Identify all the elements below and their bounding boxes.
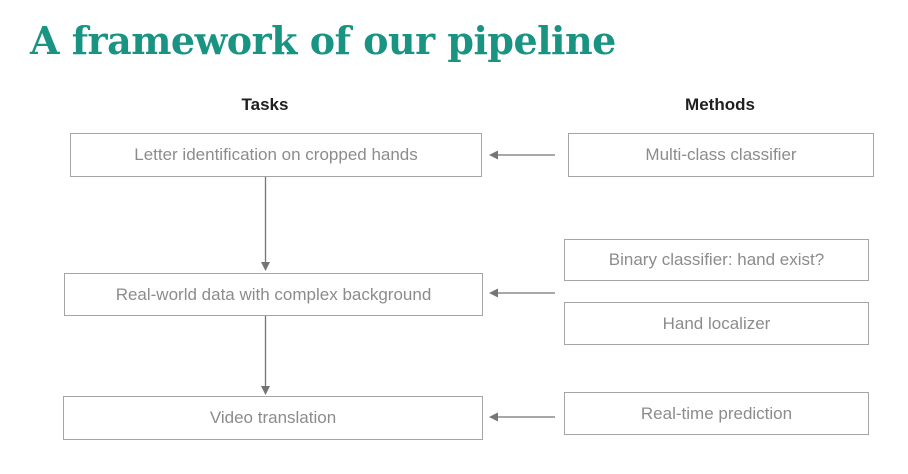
arrow-realtime-to-video-translation — [489, 412, 555, 422]
method-box-multi-class-classifier: Multi-class classifier — [568, 133, 874, 177]
arrow-binary-localizer-to-real-world — [489, 288, 555, 298]
methods-column-header: Methods — [685, 95, 755, 114]
method-box-hand-localizer: Hand localizer — [564, 302, 869, 345]
method-box-real-time-prediction: Real-time prediction — [564, 392, 869, 435]
task-box-video-translation: Video translation — [63, 396, 483, 440]
arrow-real-world-to-video-translation — [261, 316, 270, 395]
slide-title: A framework of our pipeline — [30, 18, 616, 63]
arrow-multiclass-to-letter-identification — [489, 150, 555, 160]
method-box-binary-classifier: Binary classifier: hand exist? — [564, 239, 869, 281]
tasks-column-header: Tasks — [241, 95, 289, 114]
task-box-letter-identification: Letter identification on cropped hands — [70, 133, 482, 177]
arrow-letter-identification-to-real-world — [261, 177, 270, 271]
task-box-real-world-data: Real-world data with complex background — [64, 273, 483, 316]
